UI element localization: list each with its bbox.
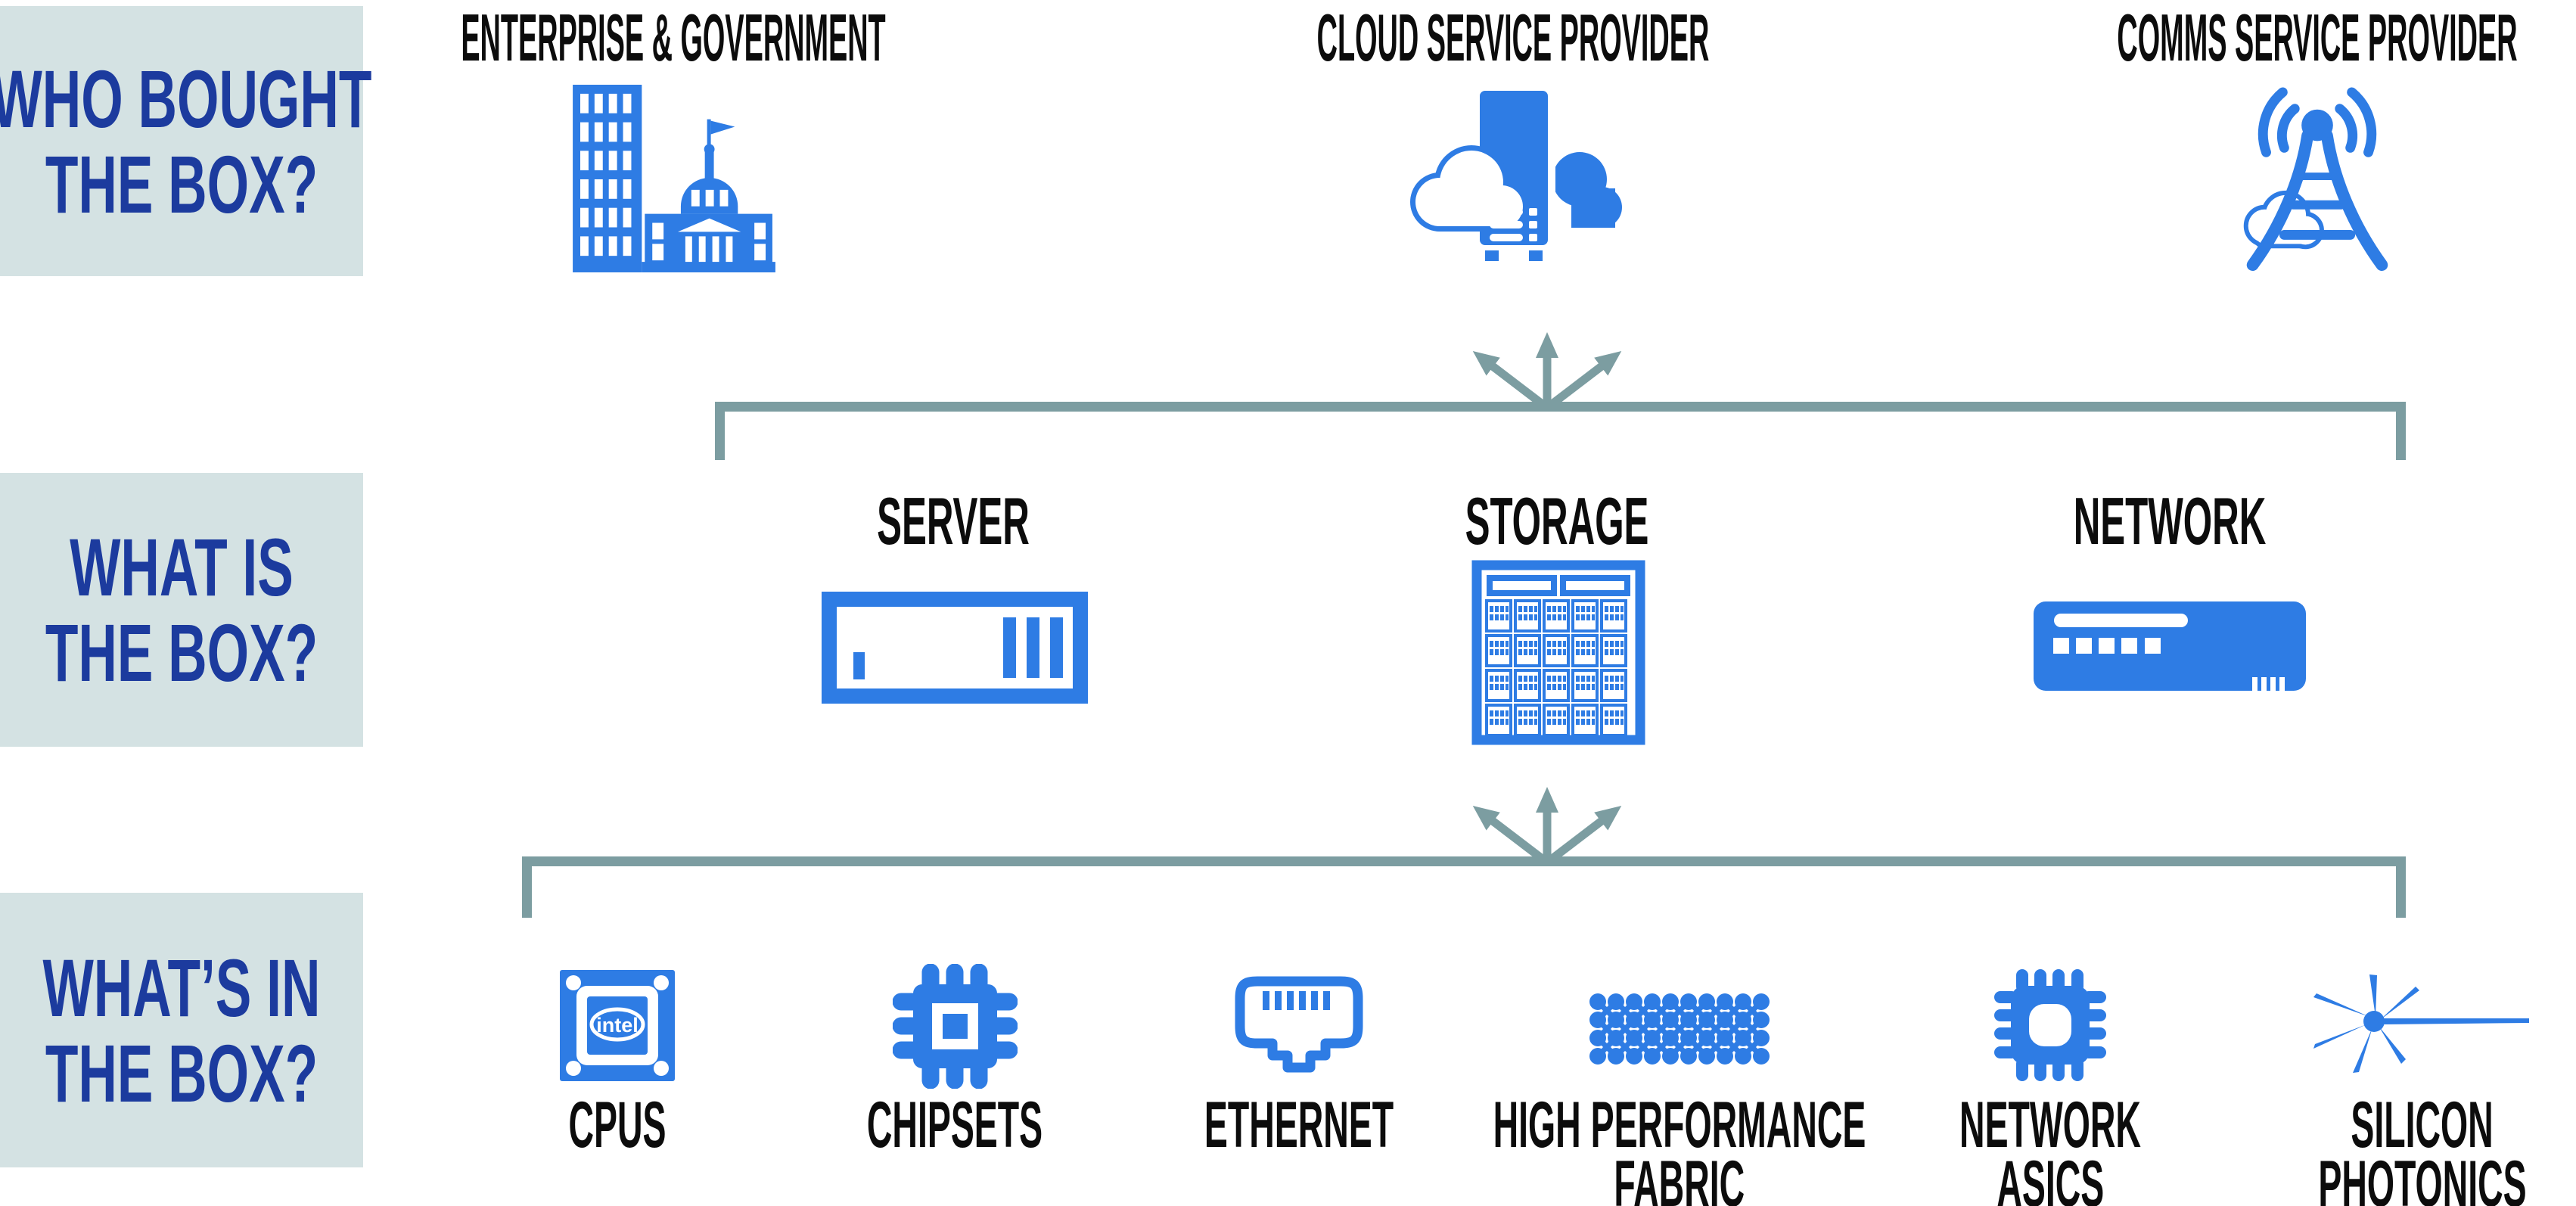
label-server: SERVER: [877, 483, 1030, 558]
label-cpus: CPUS: [568, 1089, 667, 1161]
cloud-server-tower-icon: [1396, 82, 1623, 272]
server-chassis-icon: [822, 592, 1088, 704]
fabric-mesh-icon: [1589, 993, 1770, 1065]
label-enterprise-government: ENTERPRISE & GOVERNMENT: [461, 0, 886, 75]
question-line: WHAT’S IN: [42, 941, 321, 1033]
question-line: THE BOX?: [45, 607, 319, 698]
chipset-chip-icon: [893, 964, 1018, 1089]
laser-starburst-icon: [2313, 974, 2529, 1074]
label-silicon-photonics: SILICON PHOTONICS: [2318, 1089, 2527, 1206]
question-what-is-the-box: WHAT IS THE BOX?: [0, 473, 363, 747]
bracket-whats-in-row: [522, 856, 2406, 918]
bracket-what-is-row: [715, 402, 2406, 460]
question-whats-in-the-box: WHAT’S IN THE BOX?: [0, 893, 363, 1167]
radio-tower-icon: [2234, 82, 2400, 277]
cpu-chip-icon: intel: [560, 970, 675, 1081]
network-asic-chip-icon: [1993, 968, 2107, 1082]
label-comms-service-provider: COMMS SERVICE PROVIDER: [2117, 0, 2518, 75]
network-switch-icon: [2034, 601, 2306, 695]
question-who-bought-the-box: WHO BOUGHT THE BOX?: [0, 6, 371, 276]
question-line: WHO BOUGHT: [0, 52, 372, 145]
enterprise-government-buildings-icon: [572, 85, 776, 272]
ethernet-port-icon: [1235, 976, 1363, 1076]
label-chipsets: CHIPSETS: [866, 1089, 1043, 1161]
label-cloud-service-provider: CLOUD SERVICE PROVIDER: [1316, 0, 1710, 75]
arrows-up-icon: [1456, 322, 1638, 412]
label-high-performance-fabric: HIGH PERFORMANCE FABRIC: [1493, 1089, 1866, 1206]
label-network-asics: NETWORK ASICS: [1959, 1089, 2141, 1206]
arrows-up-icon: [1456, 776, 1638, 866]
storage-array-icon: [1471, 560, 1645, 745]
intel-logo-text: intel: [596, 1014, 639, 1037]
question-line: WHAT IS: [70, 521, 294, 613]
label-network: NETWORK: [2073, 483, 2267, 558]
question-line: THE BOX?: [45, 138, 319, 230]
label-storage: STORAGE: [1465, 483, 1649, 558]
label-ethernet: ETHERNET: [1204, 1089, 1394, 1161]
question-line: THE BOX?: [45, 1027, 319, 1119]
